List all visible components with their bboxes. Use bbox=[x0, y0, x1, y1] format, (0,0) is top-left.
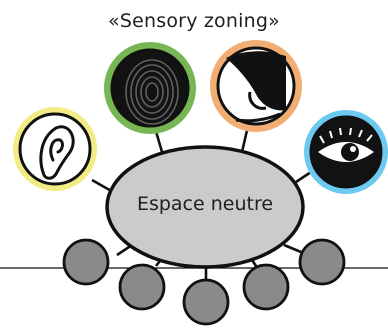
nose-icon bbox=[226, 51, 286, 123]
center-ellipse bbox=[105, 145, 305, 269]
ear-node bbox=[13, 107, 97, 191]
fingerprint-icon bbox=[125, 59, 179, 125]
eye-icon bbox=[318, 127, 374, 162]
nose-node bbox=[210, 40, 302, 132]
small-node-5 bbox=[298, 238, 346, 286]
eye-node bbox=[304, 110, 388, 194]
small-node-1 bbox=[62, 238, 110, 286]
small-node-3 bbox=[182, 278, 230, 326]
center-label: Espace neutre bbox=[136, 193, 274, 215]
connectors bbox=[91, 125, 321, 282]
small-node-2 bbox=[118, 263, 166, 311]
diagram-title: «Sensory zoning» bbox=[108, 10, 280, 32]
bottom-nodes bbox=[62, 238, 346, 326]
fingerprint-node bbox=[104, 42, 196, 134]
ear-icon bbox=[39, 125, 75, 180]
small-node-4 bbox=[242, 263, 290, 311]
